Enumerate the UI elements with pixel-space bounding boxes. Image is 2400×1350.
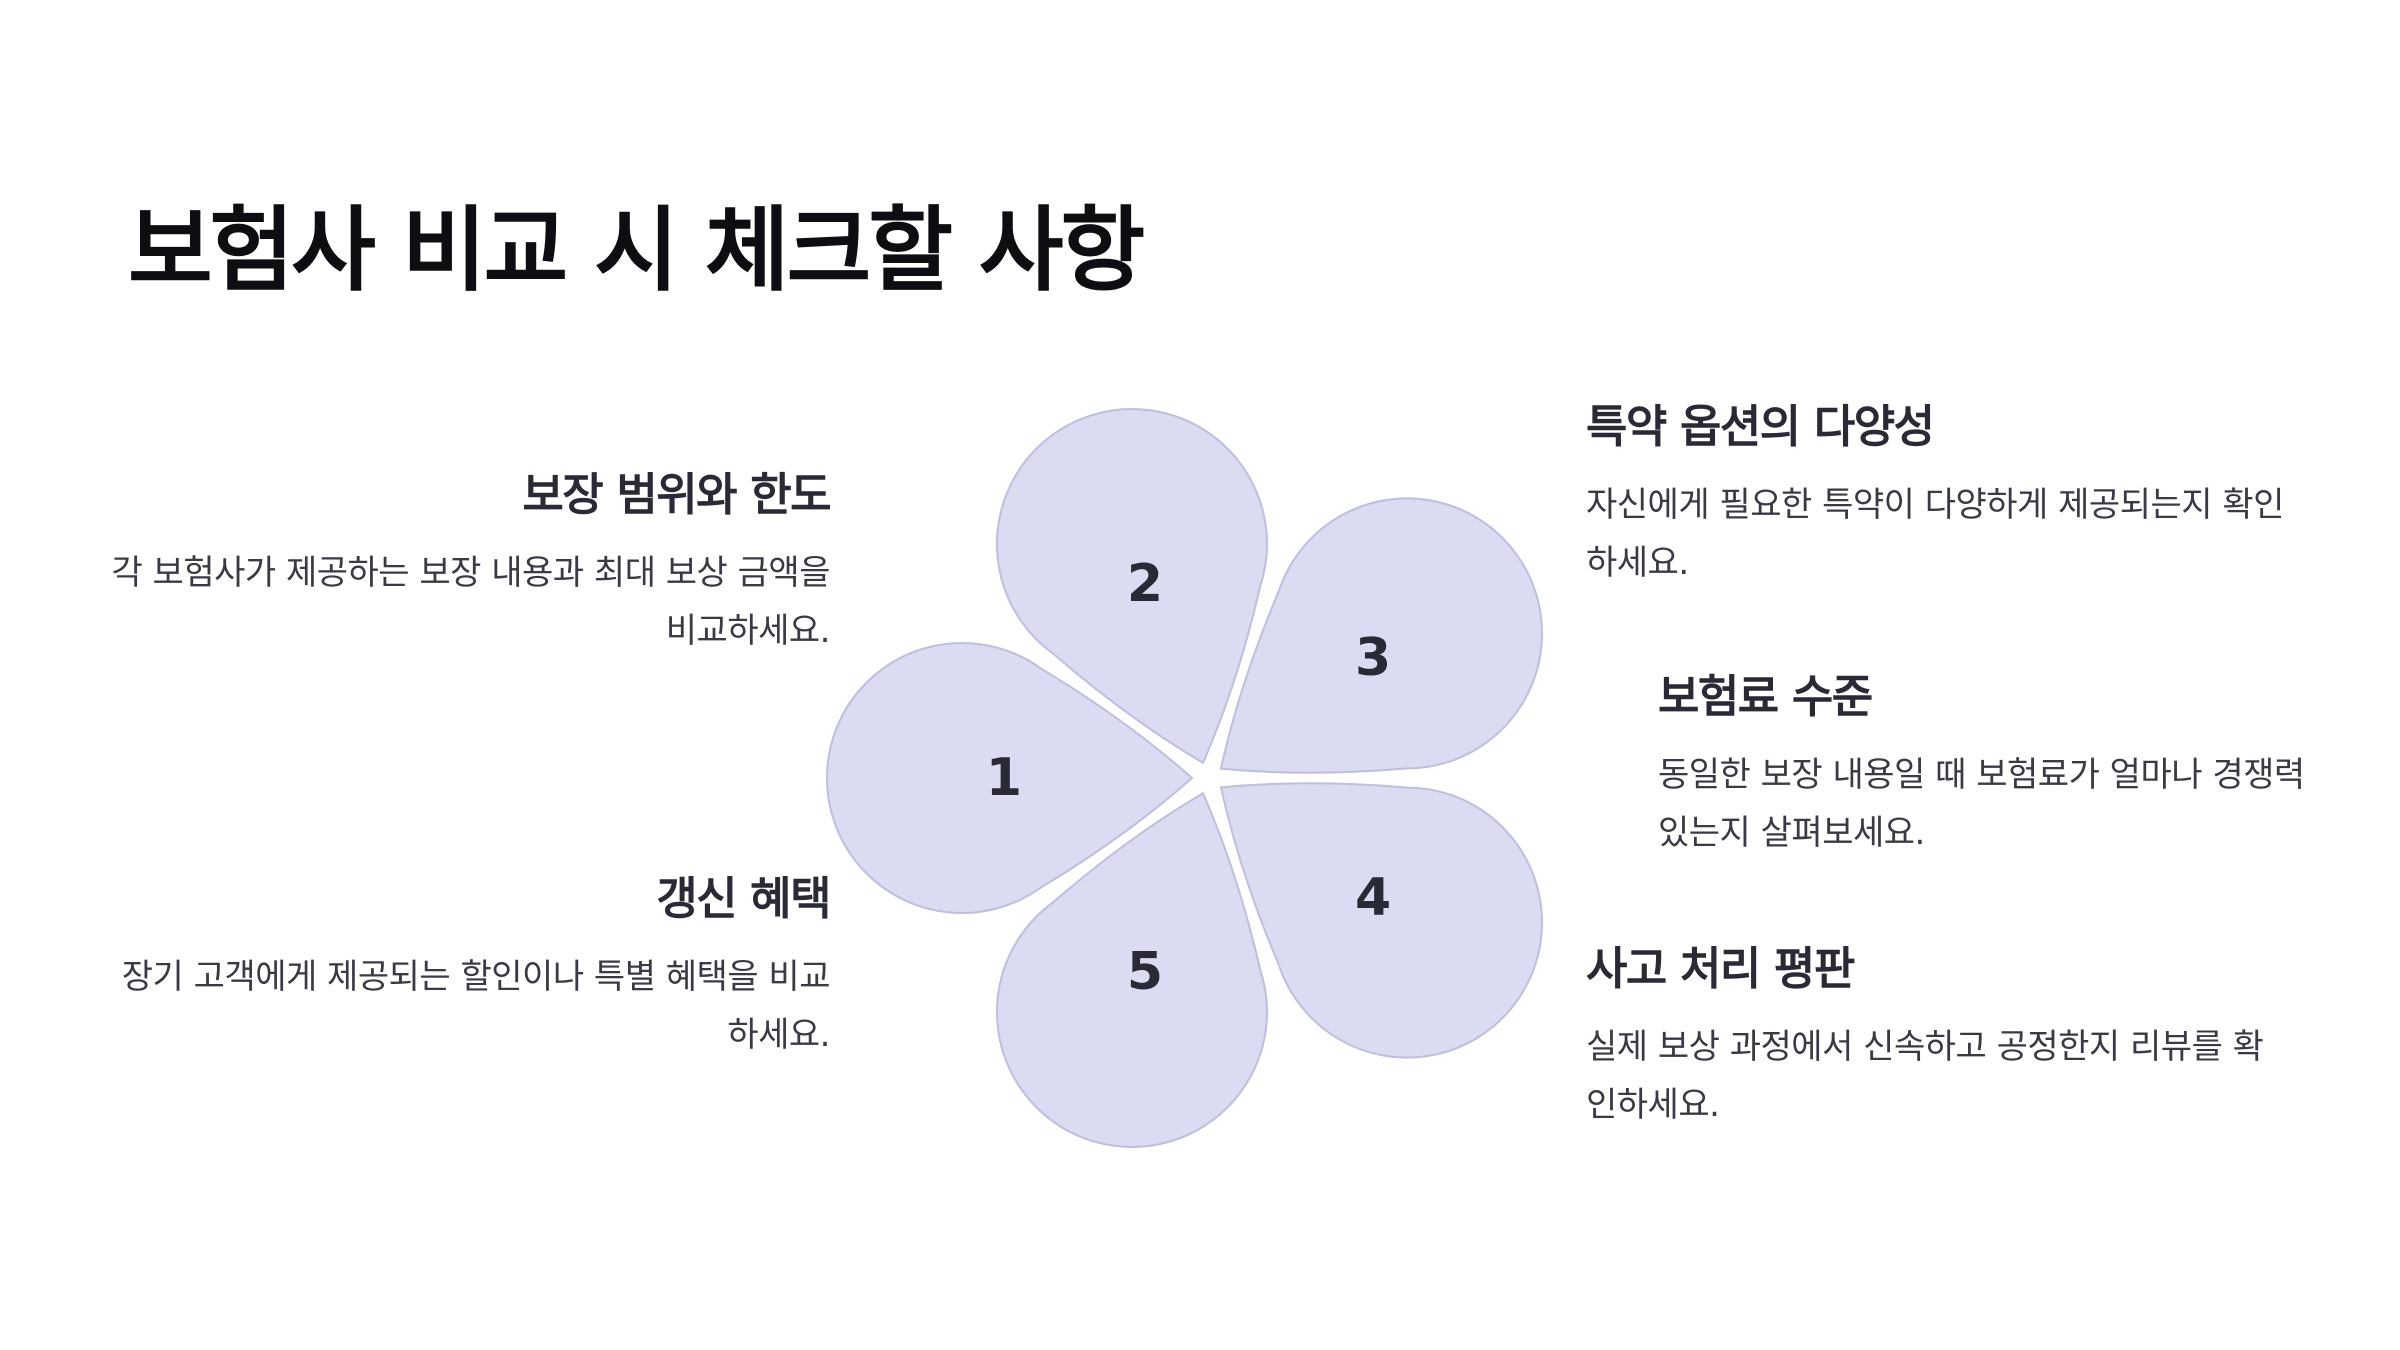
- item-heading: 갱신 혜택: [656, 872, 831, 925]
- petal-2: [996, 408, 1268, 765]
- petal-1: [826, 642, 1194, 914]
- item-heading: 보험료 수준: [1658, 670, 1873, 723]
- item-heading: 사고 처리 평판: [1586, 942, 1855, 995]
- page-title: 보험사 비교 시 체크할 사항: [128, 197, 1145, 304]
- item-description: 동일한 보장 내용일 때 보험료가 얼마나 경쟁력 있는지 살펴보세요.: [1658, 755, 2305, 853]
- item-coverage-scope: 보장 범위와 한도 각 보험사가 제공하는 보장 내용과 최대 보상 금액을 비…: [110, 468, 831, 660]
- item-description: 자신에게 필요한 특약이 다양하게 제공되는지 확인하세요.: [1586, 485, 2284, 583]
- petal-number-4: 4: [1355, 868, 1391, 928]
- item-heading: 보장 범위와 한도: [522, 468, 831, 521]
- petal-4: [1219, 782, 1544, 1059]
- item-description: 실제 보상 과정에서 신속하고 공정한지 리뷰를 확인하세요.: [1586, 1027, 2264, 1125]
- item-description: 장기 고객에게 제공되는 할인이나 특별 혜택을 비교하세요.: [121, 957, 831, 1055]
- item-premium-level: 보험료 수준 동일한 보장 내용일 때 보험료가 얼마나 경쟁력 있는지 살펴보…: [1658, 670, 2308, 862]
- petal-3: [1219, 497, 1544, 774]
- petal-number-1: 1: [986, 748, 1022, 808]
- item-heading: 특약 옵션의 다양성: [1586, 400, 1935, 453]
- item-renewal-benefits: 갱신 혜택 장기 고객에게 제공되는 할인이나 특별 혜택을 비교하세요.: [110, 872, 832, 1064]
- item-claim-reputation: 사고 처리 평판 실제 보상 과정에서 신속하고 공정한지 리뷰를 확인하세요.: [1586, 942, 2286, 1134]
- petal-number-5: 5: [1127, 942, 1163, 1002]
- item-description: 각 보험사가 제공하는 보장 내용과 최대 보상 금액을 비교하세요.: [111, 553, 830, 651]
- petal-5: [996, 791, 1268, 1148]
- petal-number-2: 2: [1127, 554, 1163, 614]
- item-rider-options: 특약 옵션의 다양성 자신에게 필요한 특약이 다양하게 제공되는지 확인하세요…: [1586, 400, 2306, 592]
- petal-number-3: 3: [1355, 628, 1391, 688]
